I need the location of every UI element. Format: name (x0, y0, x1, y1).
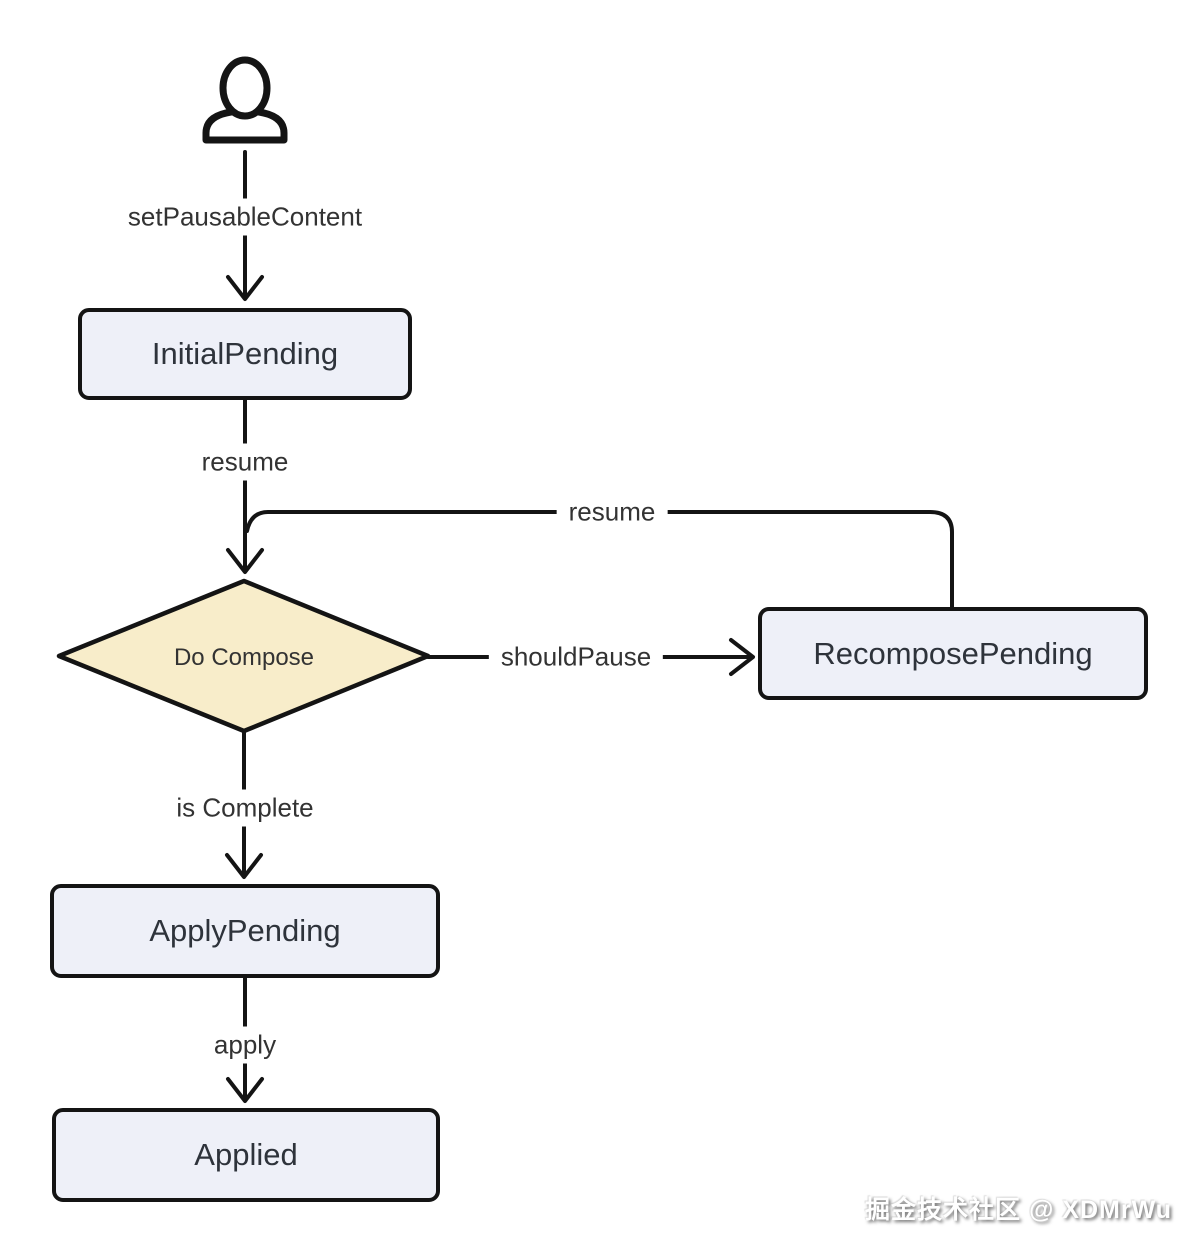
edge-is-complete-arrowhead (225, 853, 263, 879)
person-icon (202, 56, 288, 144)
node-initial-pending: InitialPending (78, 308, 412, 400)
node-apply-pending: ApplyPending (50, 884, 440, 978)
edge-set-pausable-content-arrowhead (226, 275, 264, 301)
edge-resume-return-line (245, 510, 954, 609)
edge-label-set-pausable-content: setPausableContent (115, 198, 375, 236)
edge-label-resume-return: resume (556, 493, 668, 531)
node-do-compose-shape (56, 578, 431, 734)
edge-should-pause-arrowhead (729, 638, 755, 676)
watermark: 掘金技术社区 @ XDMrWu (865, 1196, 1172, 1224)
node-applied: Applied (52, 1108, 440, 1202)
edge-resume-arrowhead (226, 548, 264, 574)
edge-apply-arrowhead (226, 1077, 264, 1103)
edge-label-should-pause: shouldPause (488, 638, 664, 676)
edge-label-is-complete: is Complete (164, 789, 326, 827)
node-recompose-pending: RecomposePending (758, 607, 1148, 700)
edge-label-apply: apply (201, 1026, 289, 1064)
edge-label-resume: resume (189, 443, 301, 481)
node-do-compose-label: Do Compose (173, 644, 315, 671)
person-icon-head (219, 56, 271, 120)
